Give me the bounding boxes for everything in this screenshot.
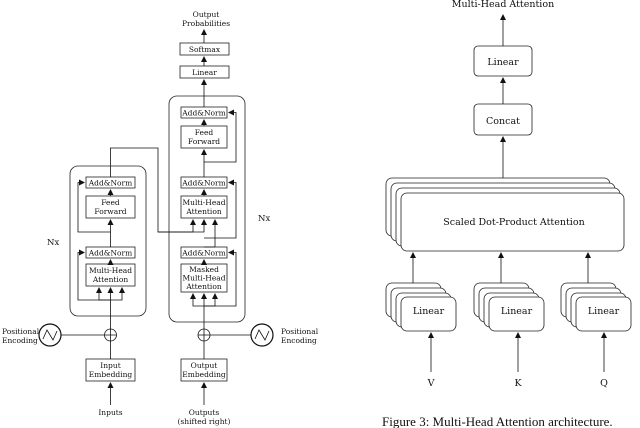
input-v-label: V [427,378,435,389]
sdpa-label: Scaled Dot-Product Attention [443,217,584,228]
input-k-label: K [514,378,522,389]
output-probabilities-label-2: Probabilities [182,19,230,28]
transformer-connectors [61,29,251,405]
masked-mha-label-2: Multi-Head [182,274,225,283]
transformer-diagram: Output Probabilities Softmax Linear Nx A… [2,10,319,426]
encoder-ff-label-1: Feed [101,198,120,207]
decoder-mha-label-1: Multi-Head [182,198,225,207]
linear-k-stack: Linear [473,282,545,332]
decoder-addnorm-top-label: Add&Norm [181,109,225,118]
decoder-mha-label-2: Attention [185,207,222,216]
softmax-label: Softmax [189,45,221,54]
encoder-add-circle [104,328,117,342]
decoder-addnorm-top: Add&Norm [180,106,228,119]
linear-q-label: Linear [588,306,620,317]
decoder-multi-head-attention: Multi-Head Attention [180,195,228,219]
encoder-addnorm-top: Add&Norm [85,176,136,189]
linear-v-label: Linear [413,306,445,317]
decoder-addnorm-mid: Add&Norm [180,176,228,189]
input-embedding-label-2: Embedding [89,370,133,379]
pos-enc-right-label-1: Positional [281,327,319,336]
decoder-linear-box: Linear [179,65,230,79]
mha-linear-top: Linear [473,45,533,77]
encoder-addnorm-bottom-label: Add&Norm [88,249,132,258]
linear-k-label: Linear [501,306,533,317]
input-q-label: Q [600,378,608,389]
encoder-addnorm-bottom: Add&Norm [85,246,136,259]
encoder-mha-label-1: Multi-Head [89,266,132,275]
pos-enc-right-label-2: Encoding [281,336,317,345]
output-embedding-box: Output Embedding [180,358,228,382]
input-embedding-label-1: Input [100,361,120,370]
decoder-nx-label: Nx [258,214,270,224]
output-probabilities-label-1: Output [193,10,220,19]
mha-title: Multi-Head Attention [452,0,554,10]
figure-caption: Figure 3: Multi-Head Attention architect… [382,414,613,428]
encoder-feed-forward: Feed Forward [85,195,136,219]
decoder-addnorm-bottom: Add&Norm [180,246,228,259]
masked-mha-label-3: Attention [185,282,222,291]
encoder-multi-head-attention: Multi-Head Attention [85,263,136,287]
pos-enc-right-icon [250,323,274,347]
decoder-ff-label-2: Forward [188,137,220,146]
mha-concat: Concat [473,103,533,136]
pos-enc-left-label-2: Encoding [2,336,38,345]
encoder-mha-label-2: Attention [92,275,129,284]
mha-connectors [410,14,607,372]
linear-q-stack: Linear [560,282,632,332]
outputs-label-2: (shifted right) [178,417,231,426]
output-embedding-label-2: Embedding [182,370,226,379]
masked-mha-label-1: Masked [189,265,219,274]
linear-v-stack: Linear [385,282,457,332]
encoder-addnorm-top-label: Add&Norm [88,179,132,188]
decoder-group [168,95,246,323]
decoder-masked-mha: Masked Multi-Head Attention [180,263,228,293]
pos-enc-left-icon [38,323,62,347]
softmax-box: Softmax [179,42,230,56]
input-embedding-box: Input Embedding [85,358,136,382]
output-embedding-label-1: Output [191,361,218,370]
decoder-linear-label: Linear [192,68,217,77]
decoder-addnorm-bottom-label: Add&Norm [181,249,225,258]
mha-linear-top-label: Linear [487,57,519,68]
encoder-ff-label-2: Forward [94,207,126,216]
outputs-label-1: Outputs [189,408,220,417]
pos-enc-left-label-1: Positional [2,327,40,336]
multi-head-attention-diagram: Multi-Head Attention Linear Concat Scale… [382,0,632,428]
decoder-add-circle [197,328,211,342]
mha-concat-label: Concat [486,116,520,127]
encoder-group [69,165,147,317]
encoder-nx-label: Nx [47,238,59,248]
decoder-feed-forward: Feed Forward [180,125,228,149]
inputs-label: Inputs [98,408,122,417]
decoder-ff-label-1: Feed [195,128,214,137]
sdpa-stack: Scaled Dot-Product Attention [385,177,625,252]
decoder-addnorm-mid-label: Add&Norm [181,179,225,188]
